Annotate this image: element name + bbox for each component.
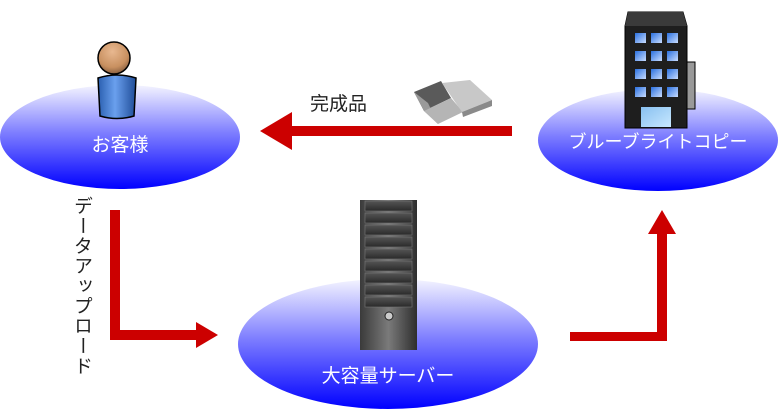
- node-customer: お客様: [0, 41, 240, 189]
- customer-label: お客様: [91, 134, 148, 156]
- box-icon: [414, 80, 492, 124]
- server-tower-icon: [360, 200, 417, 350]
- node-server: 大容量サーバー: [238, 200, 538, 409]
- finished-label: 完成品: [310, 93, 367, 115]
- upload-label: データアップロード: [71, 196, 93, 376]
- server-label: 大容量サーバー: [322, 365, 455, 387]
- arrow-upload: [110, 210, 218, 348]
- person-icon: [97, 41, 137, 120]
- power-button-icon: [384, 311, 394, 321]
- office-building-icon: [624, 11, 696, 129]
- node-blueprint: ブルーブライトコピー: [538, 11, 778, 191]
- customer-ellipse: [0, 85, 240, 189]
- arrow-finished: [260, 112, 512, 150]
- arrow-to-blueprint: [570, 210, 676, 341]
- blueprint-ellipse: [538, 89, 778, 191]
- blueprint-label: ブルーブライトコピー: [569, 131, 748, 153]
